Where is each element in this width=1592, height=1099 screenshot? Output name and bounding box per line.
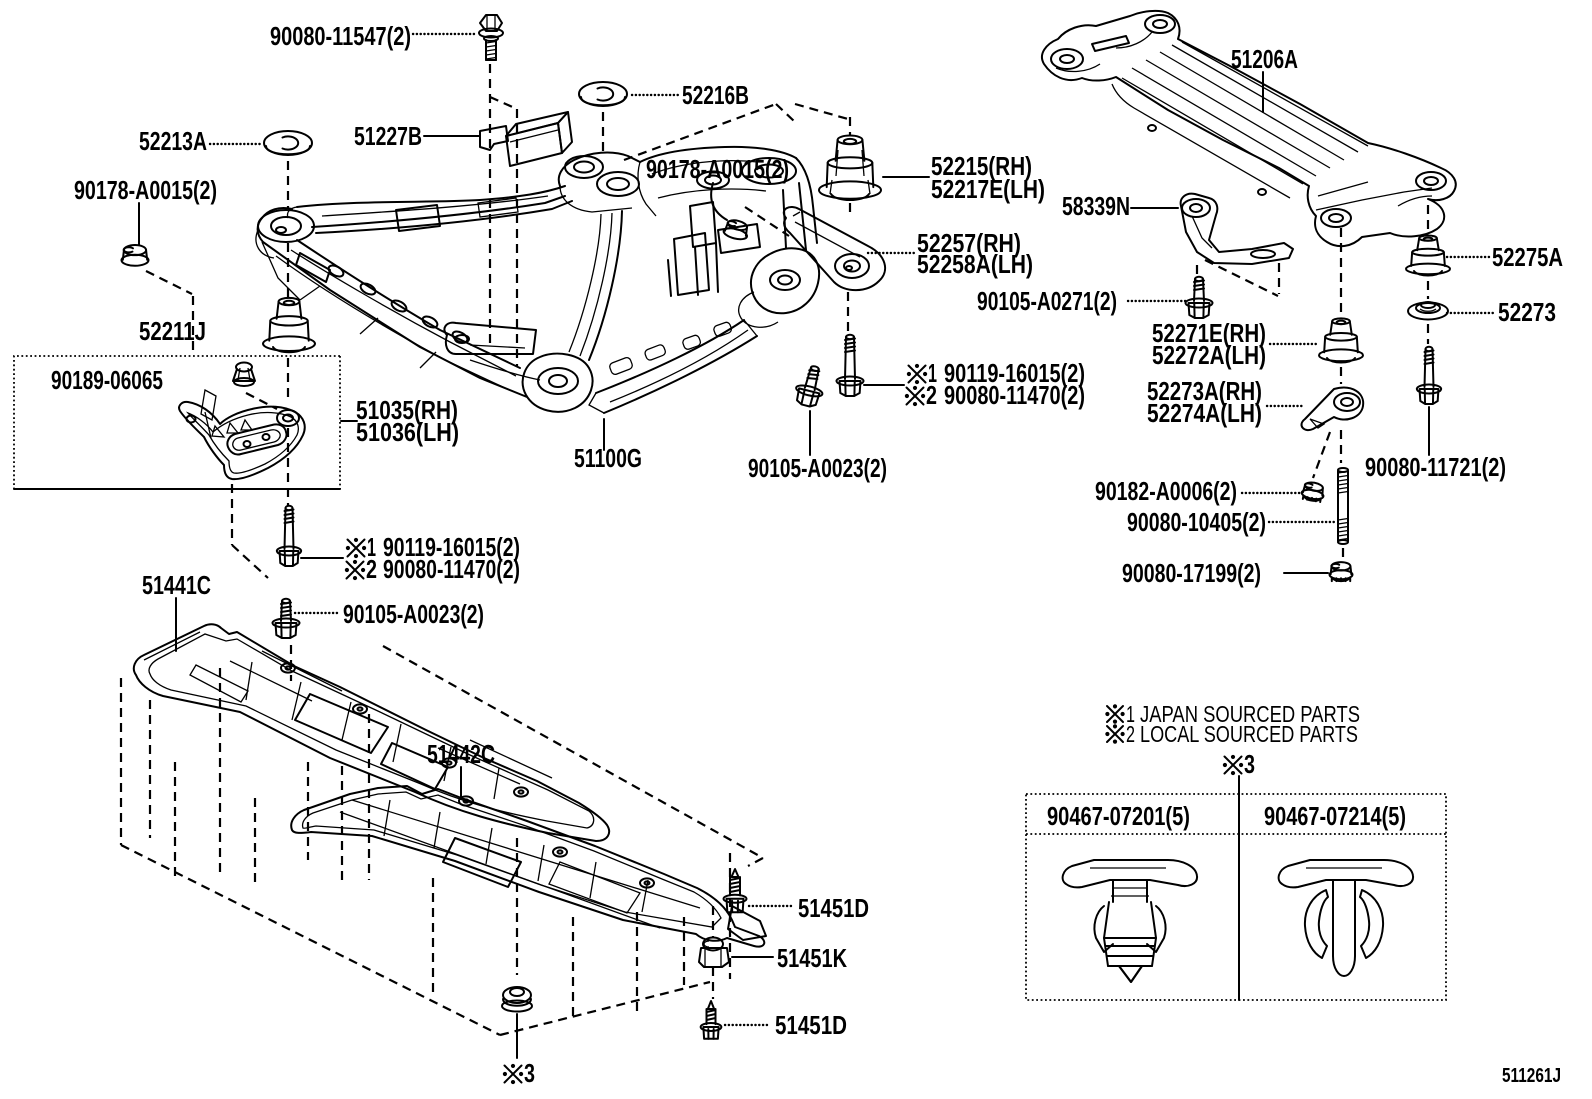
svg-text:51227B: 51227B — [354, 121, 422, 151]
svg-text:511261J: 511261J — [1502, 1065, 1561, 1087]
svg-text:JAPAN SOURCED PARTS: JAPAN SOURCED PARTS — [1140, 701, 1360, 727]
svg-text:1: 1 — [1126, 701, 1135, 727]
svg-text:51451D: 51451D — [775, 1010, 847, 1040]
svg-text:52271E(RH): 52271E(RH) — [1152, 318, 1266, 348]
svg-text:90182-A0006(2): 90182-A0006(2) — [1095, 476, 1237, 506]
svg-text:52215(RH): 52215(RH) — [931, 151, 1032, 181]
svg-text:52217E(LH): 52217E(LH) — [931, 174, 1045, 204]
svg-text:51441C: 51441C — [142, 570, 211, 600]
svg-text:90178-A0015(2): 90178-A0015(2) — [74, 175, 217, 205]
svg-text:LOCAL SOURCED PARTS: LOCAL SOURCED PARTS — [1140, 721, 1358, 747]
svg-text:51035(RH): 51035(RH) — [356, 395, 458, 425]
svg-text:90080-11470(2): 90080-11470(2) — [383, 554, 520, 584]
svg-text:90080-10405(2): 90080-10405(2) — [1127, 507, 1266, 537]
svg-text:90105-A0271(2): 90105-A0271(2) — [977, 286, 1117, 316]
svg-text:90080-17199(2): 90080-17199(2) — [1122, 558, 1261, 588]
svg-text:52213A: 52213A — [139, 126, 207, 156]
svg-text:90080-11721(2): 90080-11721(2) — [1365, 452, 1506, 482]
svg-text:52216B: 52216B — [682, 80, 749, 110]
svg-text:1: 1 — [367, 532, 376, 562]
svg-text:3: 3 — [1244, 749, 1255, 779]
svg-text:52258A(LH): 52258A(LH) — [917, 249, 1033, 279]
svg-text:52211J: 52211J — [139, 316, 206, 346]
svg-text:2: 2 — [366, 554, 377, 584]
svg-text:51100G: 51100G — [574, 443, 642, 473]
svg-text:90105-A0023(2): 90105-A0023(2) — [343, 599, 484, 629]
svg-text:58339N: 58339N — [1062, 191, 1130, 221]
svg-text:52274A(LH): 52274A(LH) — [1147, 398, 1262, 428]
svg-text:52275A: 52275A — [1492, 242, 1563, 272]
svg-text:90080-11470(2): 90080-11470(2) — [944, 380, 1085, 410]
svg-text:90178-A0015(2): 90178-A0015(2) — [646, 154, 789, 184]
svg-text:51451D: 51451D — [798, 893, 869, 923]
svg-text:52273: 52273 — [1498, 297, 1556, 327]
svg-text:51442C: 51442C — [427, 739, 495, 769]
svg-text:52272A(LH): 52272A(LH) — [1152, 340, 1266, 370]
svg-text:90467-07214(5): 90467-07214(5) — [1264, 801, 1406, 831]
svg-text:2: 2 — [1126, 721, 1135, 747]
svg-text:90467-07201(5): 90467-07201(5) — [1047, 801, 1190, 831]
svg-text:3: 3 — [524, 1058, 535, 1088]
svg-text:2: 2 — [926, 380, 937, 410]
svg-text:52257(RH): 52257(RH) — [917, 228, 1021, 258]
svg-text:90105-A0023(2): 90105-A0023(2) — [748, 453, 887, 483]
svg-text:52273A(RH): 52273A(RH) — [1147, 376, 1262, 406]
svg-text:1: 1 — [928, 358, 937, 388]
svg-text:90119-16015(2): 90119-16015(2) — [383, 532, 520, 562]
svg-text:51206A: 51206A — [1231, 44, 1298, 74]
svg-text:90119-16015(2): 90119-16015(2) — [944, 358, 1085, 388]
svg-text:90080-11547(2): 90080-11547(2) — [270, 21, 411, 51]
svg-text:51036(LH): 51036(LH) — [356, 417, 459, 447]
svg-text:51451K: 51451K — [777, 943, 847, 973]
svg-text:90189-06065: 90189-06065 — [51, 365, 163, 395]
